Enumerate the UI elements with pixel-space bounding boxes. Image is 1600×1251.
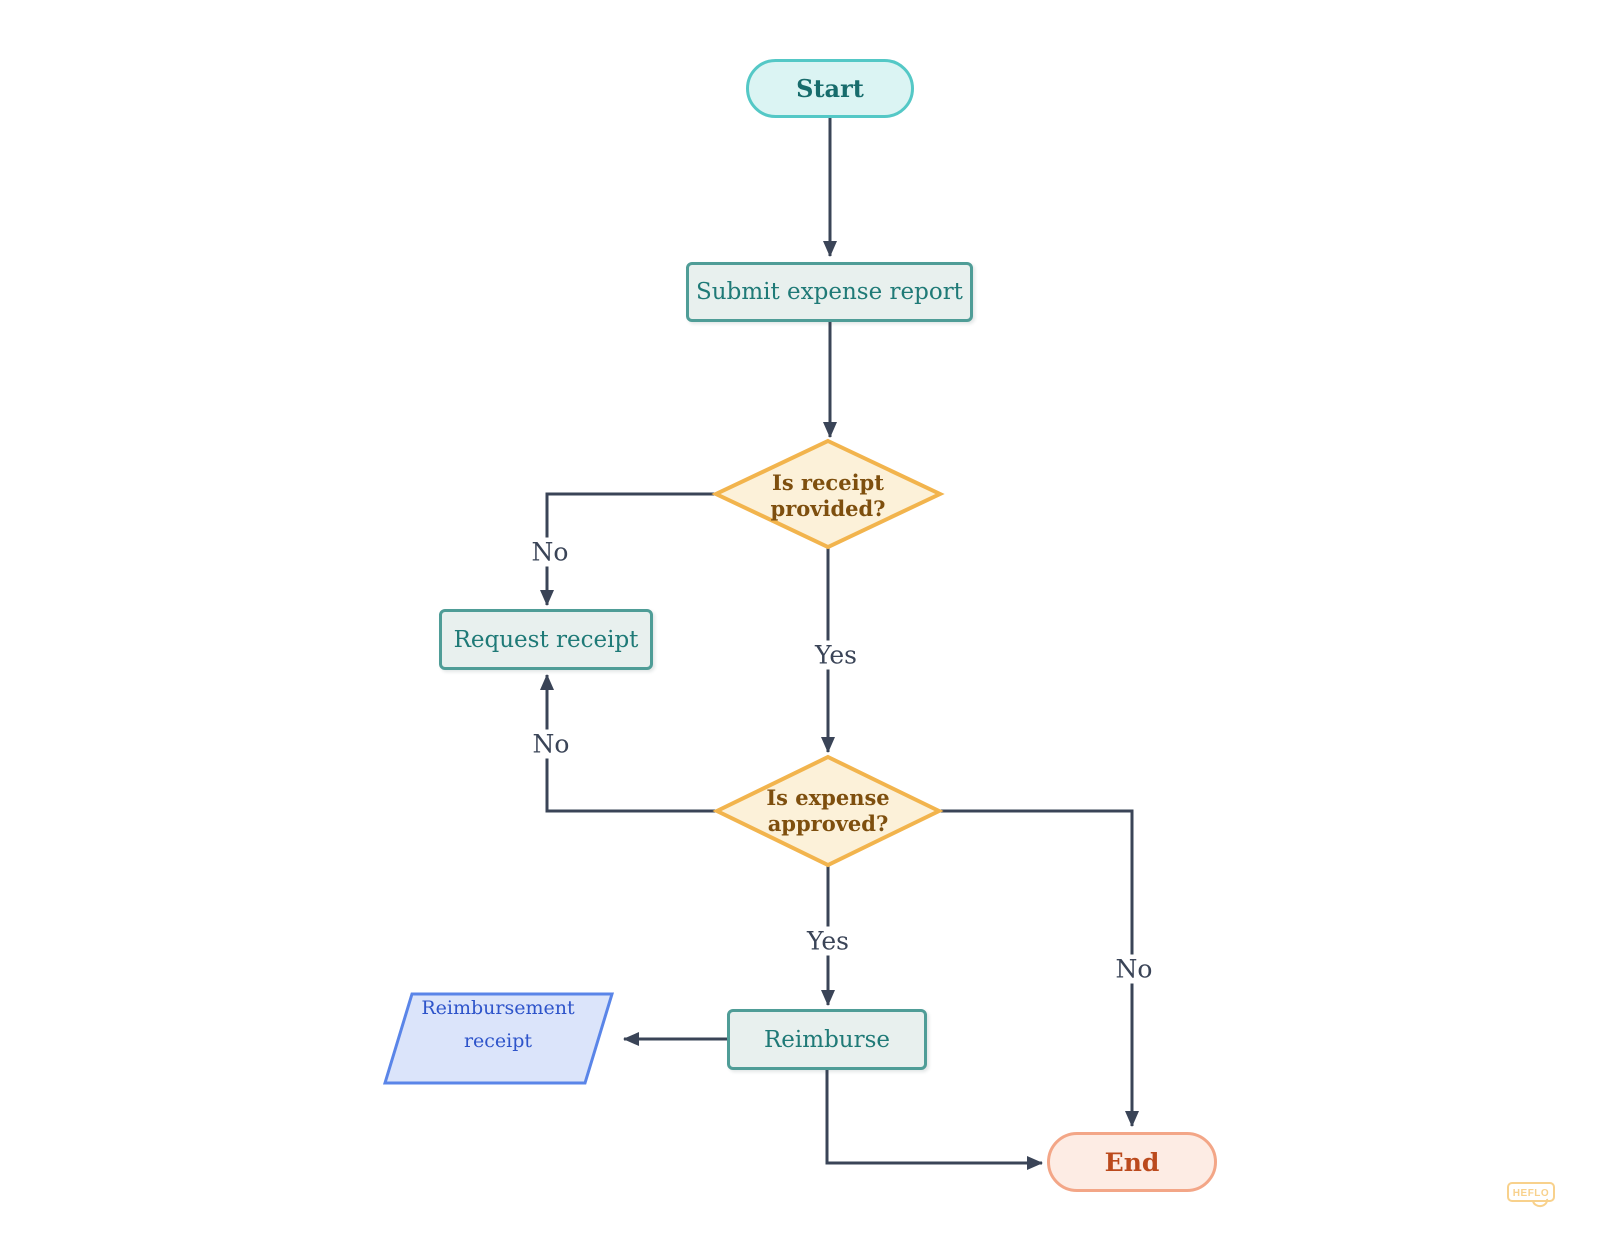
receipt-decision-text: Is receipt provided?	[770, 470, 886, 521]
approval-decision-text: Is expense approved?	[766, 785, 890, 836]
edge-reimburse-to-end	[825, 1070, 1043, 1170]
decision-receipt-diamond	[711, 438, 945, 550]
edge-label-receipt-no: No	[526, 537, 574, 567]
edge-approval-no-to-request	[540, 674, 717, 813]
node-approval-decision-label: Is expense approved?	[728, 763, 928, 859]
data-reimbursement-receipt-shape	[382, 992, 615, 1085]
edge-label-approval-no: No	[527, 729, 575, 759]
node-end: End	[1047, 1132, 1217, 1192]
node-submit-expense-report: Submit expense report	[686, 262, 973, 322]
node-reimbursement-receipt-label: Reimbursement receipt	[408, 985, 588, 1065]
reimbursement-receipt-text: Reimbursement receipt	[421, 997, 575, 1052]
edge-label-approval-no-right: No	[1110, 954, 1158, 984]
node-request-receipt: Request receipt	[439, 609, 653, 670]
edge-label-approval-yes: Yes	[802, 926, 854, 956]
node-start: Start	[746, 59, 914, 118]
edge-receipt-no-to-request	[540, 492, 716, 606]
node-receipt-decision-label: Is receipt provided?	[728, 448, 928, 544]
edge-label-receipt-yes: Yes	[810, 640, 862, 670]
node-reimburse: Reimburse	[727, 1009, 927, 1070]
edge-approval-no-to-end	[939, 809, 1139, 1127]
decision-approval-diamond	[712, 754, 944, 868]
heflo-watermark-logo: HEFLO	[1507, 1182, 1555, 1208]
heflo-watermark-text: HEFLO	[1513, 1188, 1549, 1199]
